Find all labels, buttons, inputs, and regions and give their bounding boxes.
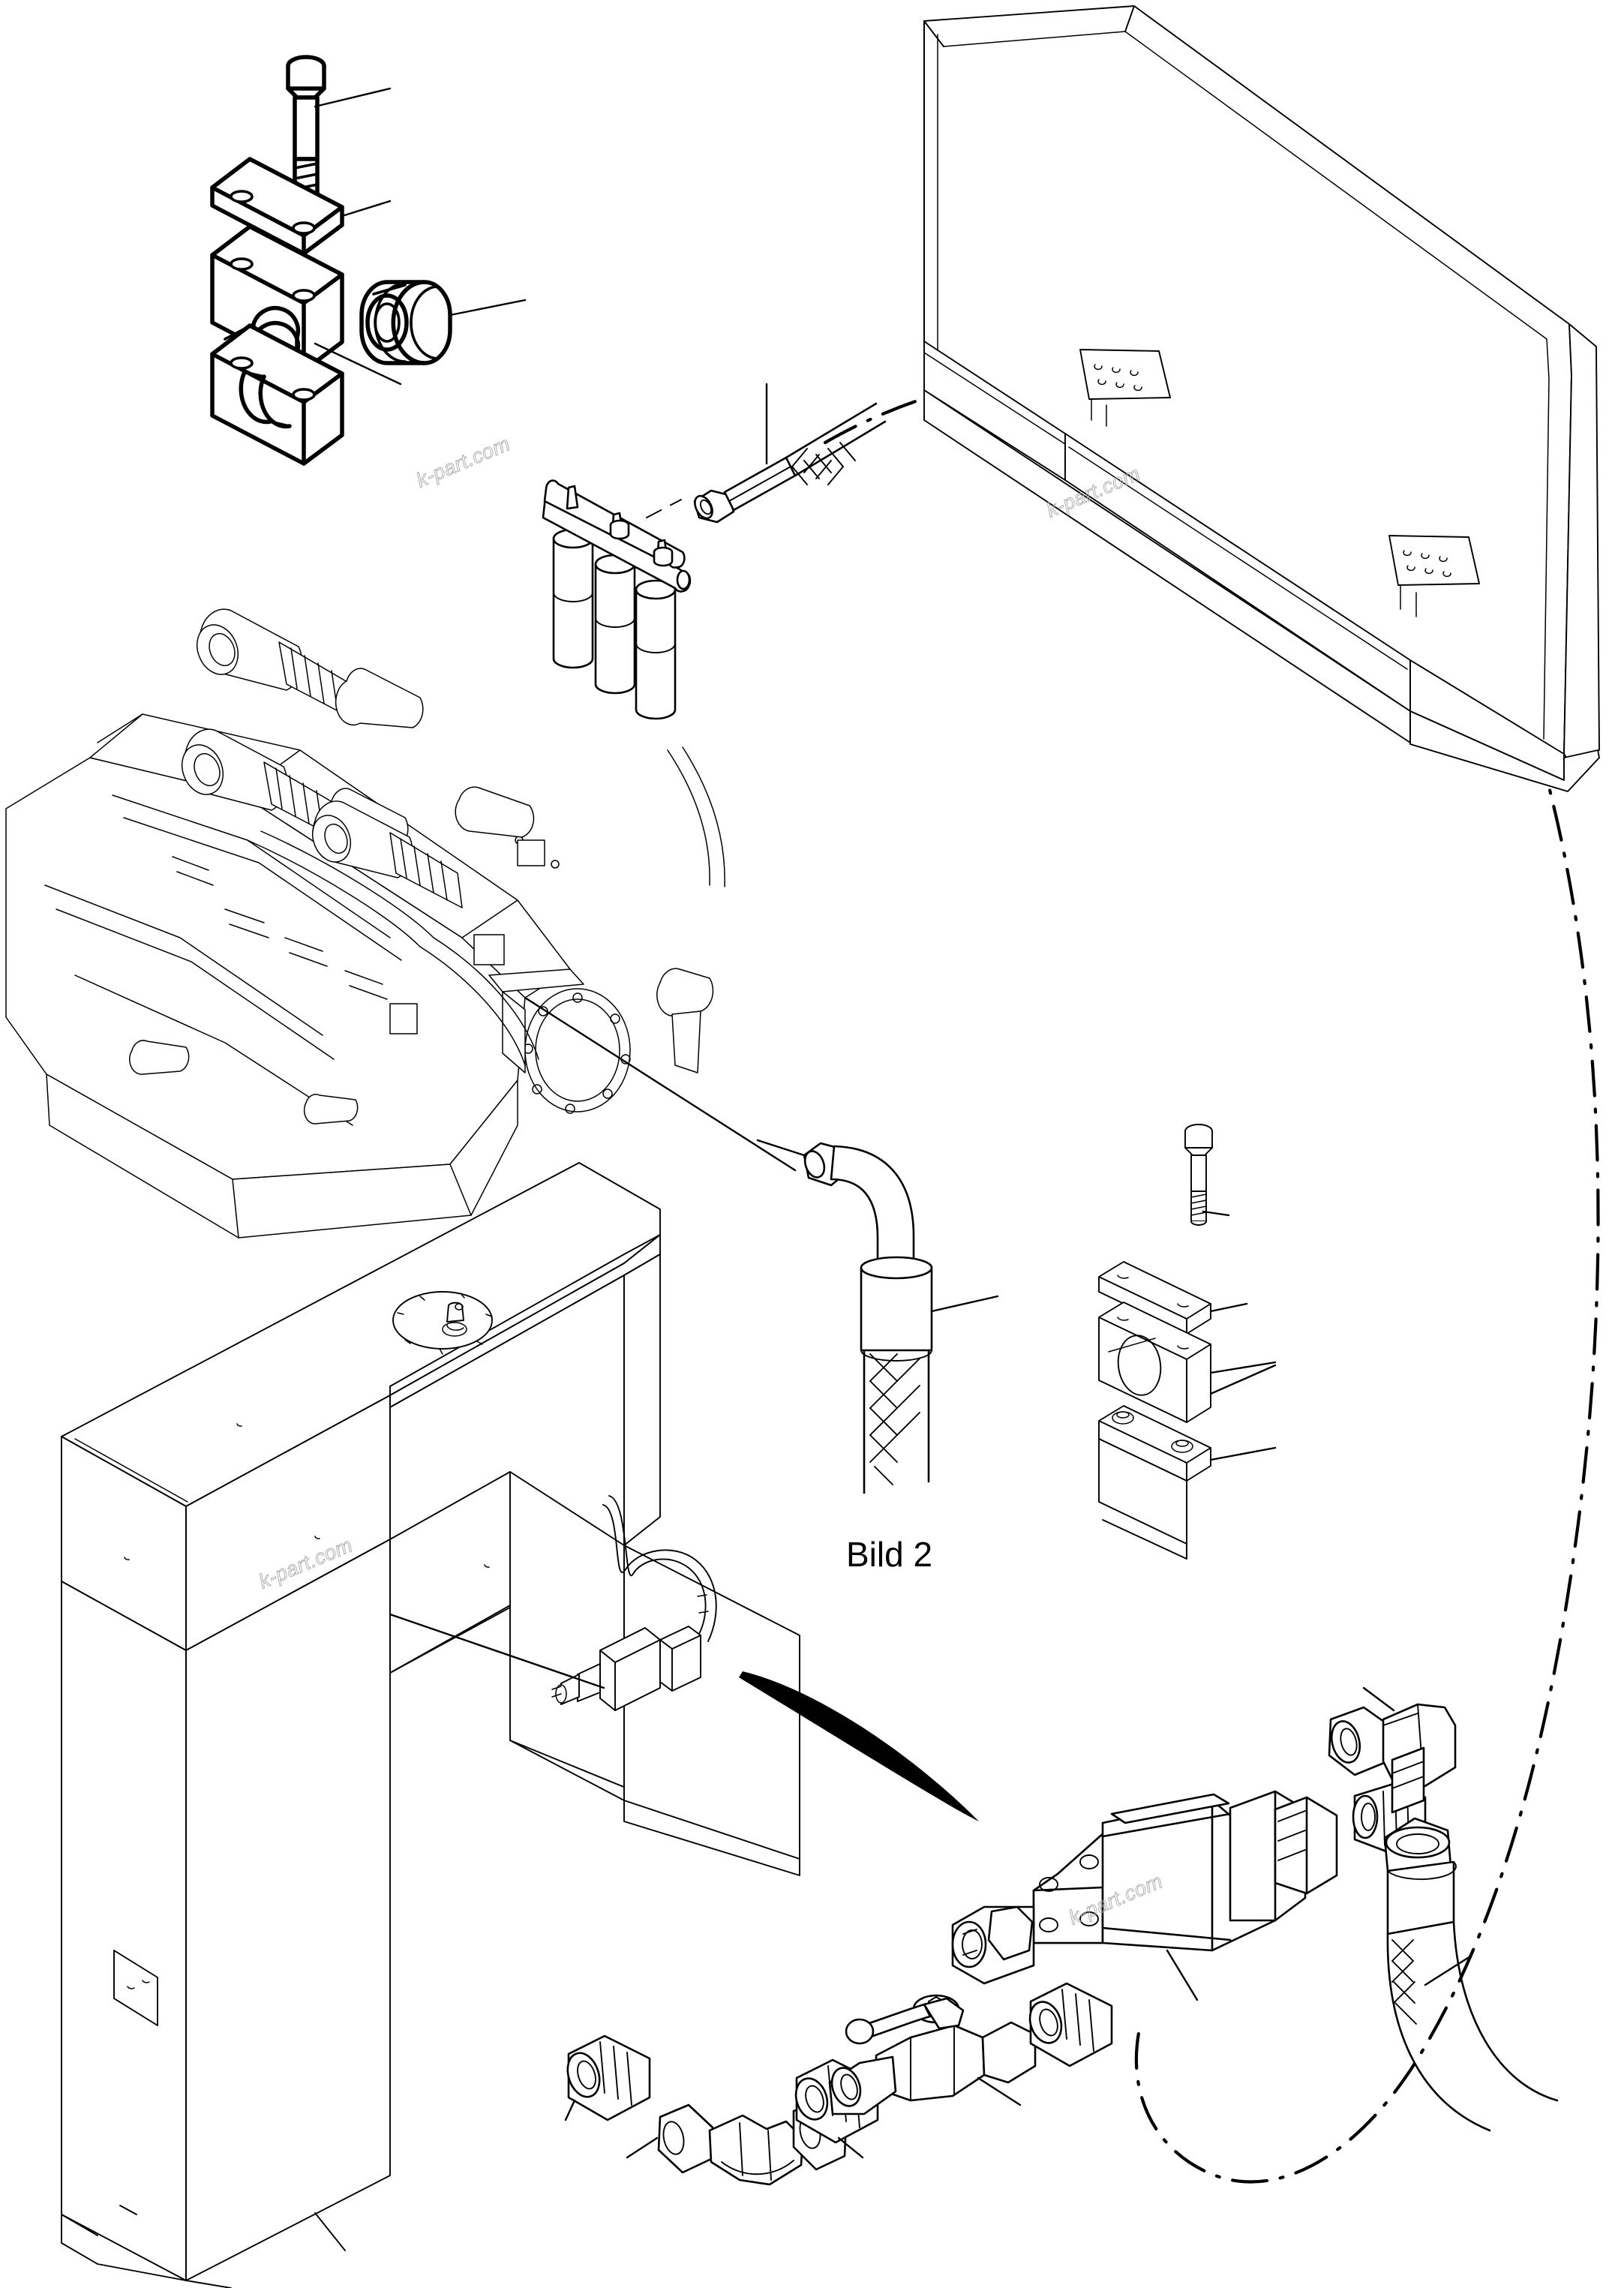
filter-canister-1 [552,528,594,669]
flange-bolts [1039,1854,1099,1932]
leader-elbow-union [626,2136,659,2159]
tank-filler-cap [392,1291,493,1355]
leader-cover-plate [341,200,392,218]
pump-assembly [951,1781,1427,2001]
leader-bild2-nut [756,1139,806,1157]
leader-bolt-long [1202,1210,1230,1217]
tank-assembly [61,1162,800,2288]
fuel-filter-manifold [542,479,692,720]
clamp-cover-plate [210,157,392,256]
leader-pump-body [1166,1949,1199,2001]
panel-mount-bracket-left [1079,349,1171,427]
leader-hex-bolt [314,87,392,108]
upper-hose [693,383,887,524]
clamp-cover-plate-lower [1098,1261,1248,1335]
hex-bolt-long [1184,1124,1230,1226]
engine-assembly [5,608,725,1239]
leader-bild2-hose [930,1295,999,1313]
leader-clamp-block-bored-2 [1209,1364,1277,1395]
engine-cam-tube-3 [311,800,463,908]
leader-tank-valve [389,1613,605,1689]
caption-bild2: Bild 2 [846,1535,932,1574]
leader-nipple-middle [837,2136,864,2159]
filter-canister-3 [635,579,677,720]
hose-braid-hatch [791,442,856,485]
panel-mount-bracket-right [1388,535,1480,617]
tank-mounted-valve [551,1495,717,1711]
leader-clamp-weld-base [1209,1446,1277,1461]
leader-engine-to-hose [524,996,797,1172]
ball-valve [828,1994,1037,2115]
clamp-assembly-upper [210,55,527,466]
leader-elbow-hose [1424,1955,1472,1986]
engine-cam-tube-1 [196,608,424,728]
fitting-chain [564,1982,1113,2186]
clamp-block-bored [1098,1302,1277,1423]
engine-block-fittings [129,839,545,1124]
leader-clamp-block-upper [314,342,402,386]
leader-cover-plate-lower [1209,1302,1248,1313]
rubber-grommet [359,280,527,365]
leader-clamp-block-bored [1209,1361,1277,1374]
nipple-right [1028,1982,1113,2067]
watermark-1: k-part.com [413,432,514,491]
hose-braid-hatch-2 [869,1353,920,1485]
clamp-assembly-lower [1098,1124,1277,1560]
callout-arrow [739,1671,979,1821]
hose-braid-hatch-3 [1391,1939,1417,2025]
leader-nipple-left [564,2099,576,2121]
leader-elbow-fitting [1362,1686,1395,1712]
leader-ball-valve [977,2076,1022,2106]
guard-panel [923,5,1600,792]
leader-rubber-grommet [449,299,527,317]
manifold-nipples [566,485,674,567]
clamp-weld-base [1098,1405,1277,1560]
filter-canister-2 [594,554,636,695]
bild2-hose [756,1139,999,1494]
flywheel-housing [523,988,631,1114]
elbow-hose-assembly [1328,1686,1559,2132]
nipple-left [564,2034,651,2121]
tank-bolt-marks [124,1423,490,1568]
clamp-block-lower [210,323,344,466]
